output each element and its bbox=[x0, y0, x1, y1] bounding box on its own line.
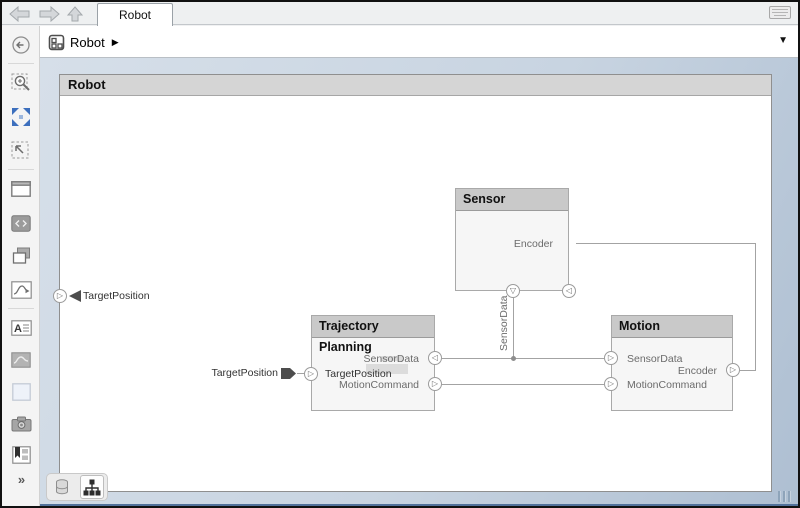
tab-bar: Robot bbox=[2, 2, 798, 26]
wire-junction-dot bbox=[511, 356, 516, 361]
diagram-title-bar: Robot bbox=[60, 75, 771, 96]
tp-port-label-targetposition[interactable]: TargetPosition bbox=[325, 368, 392, 380]
more-tools-chevrons[interactable]: » bbox=[17, 471, 25, 487]
rail-separator bbox=[8, 169, 34, 170]
tp-port-sensordata[interactable]: ◁ bbox=[428, 351, 442, 365]
boundary-input-port[interactable]: ▷ bbox=[53, 289, 67, 303]
database-icon[interactable] bbox=[50, 475, 74, 499]
window-panel-icon[interactable] bbox=[10, 178, 32, 200]
zoom-selection-icon[interactable] bbox=[10, 72, 32, 94]
rail-separator bbox=[8, 63, 34, 64]
wire-label-sensordata[interactable]: SensorData bbox=[498, 295, 510, 351]
motion-port-motioncommand[interactable]: ▷ bbox=[604, 377, 618, 391]
sensor-port-bottom-out[interactable]: ▽ bbox=[506, 284, 520, 298]
motion-port-label-encoder[interactable]: Encoder bbox=[677, 365, 717, 377]
wire-encoder-v[interactable] bbox=[755, 243, 756, 371]
diagram-title: Robot bbox=[68, 77, 106, 92]
component-trajectory-planning-title: Trajectory Planning bbox=[319, 319, 379, 354]
stub-input-label[interactable]: TargetPosition bbox=[211, 367, 278, 379]
wire-input-stub[interactable] bbox=[297, 373, 307, 374]
canvas-bottom-edge bbox=[40, 504, 798, 506]
select-region-icon[interactable] bbox=[10, 140, 32, 162]
component-trajectory-planning-header: Trajectory Planning bbox=[312, 316, 434, 354]
image-icon[interactable] bbox=[10, 349, 32, 371]
motion-port-label-sensordata[interactable]: SensorData bbox=[627, 353, 683, 365]
triangle-left-icon: ◁ bbox=[565, 286, 573, 295]
breadcrumb-title[interactable]: Robot bbox=[70, 34, 105, 50]
forward-icon[interactable] bbox=[38, 6, 60, 22]
fit-to-view-icon[interactable] bbox=[10, 106, 32, 128]
edit-artifact bbox=[381, 356, 403, 361]
motion-port-sensordata[interactable]: ▷ bbox=[604, 351, 618, 365]
component-motion-title: Motion bbox=[619, 319, 660, 333]
wire-sensordata[interactable] bbox=[442, 358, 604, 359]
palette-rail: A bbox=[2, 26, 40, 506]
wire-encoder-h2[interactable] bbox=[576, 243, 756, 244]
triangle-down-icon: ▽ bbox=[509, 286, 517, 295]
edit-artifact bbox=[366, 364, 408, 374]
editor-canvas[interactable]: Robot SensorData ▷ TargetPosition Target… bbox=[40, 58, 798, 506]
report-icon[interactable] bbox=[10, 444, 32, 466]
component-sensor-header: Sensor bbox=[456, 189, 568, 211]
keyboard-icon[interactable] bbox=[769, 6, 791, 19]
view-toggle-group bbox=[46, 473, 108, 501]
architecture-diagram[interactable]: Robot SensorData ▷ TargetPosition Target… bbox=[53, 74, 772, 492]
boundary-input-arrow-icon bbox=[69, 290, 81, 302]
component-motion[interactable]: Motion SensorData Encoder MotionCommand bbox=[611, 315, 733, 411]
sensor-port-encoder[interactable]: ◁ bbox=[562, 284, 576, 298]
stub-input-tag-icon bbox=[281, 368, 296, 379]
breadcrumb-dropdown-icon[interactable]: ▼ bbox=[778, 35, 788, 46]
triangle-right-icon: ▷ bbox=[307, 369, 315, 378]
motion-port-encoder[interactable]: ▷ bbox=[726, 363, 740, 377]
tab-robot-label: Robot bbox=[118, 8, 152, 22]
triangle-right-icon: ▷ bbox=[431, 379, 439, 388]
wire-motioncommand[interactable] bbox=[442, 384, 604, 385]
tp-port-label-sensordata[interactable]: SensorData bbox=[363, 353, 419, 365]
sensor-port-label-encoder[interactable]: Encoder bbox=[513, 238, 553, 250]
triangle-left-icon: ◁ bbox=[431, 353, 439, 362]
component-trajectory-planning[interactable]: Trajectory Planning SensorData TargetPos… bbox=[311, 315, 435, 411]
camera-icon[interactable] bbox=[10, 413, 32, 435]
tab-robot[interactable]: Robot bbox=[97, 3, 173, 26]
triangle-right-icon: ▷ bbox=[729, 365, 737, 374]
triangle-right-icon: ▷ bbox=[56, 291, 64, 300]
annotation-icon[interactable]: A bbox=[10, 317, 32, 339]
up-icon[interactable] bbox=[66, 6, 84, 22]
boundary-input-label[interactable]: TargetPosition bbox=[83, 290, 150, 302]
triangle-right-icon: ▷ bbox=[607, 353, 615, 362]
copy-icon[interactable] bbox=[10, 245, 32, 267]
back-icon[interactable] bbox=[9, 6, 31, 22]
rail-separator bbox=[8, 308, 34, 309]
breadcrumb-bar: Robot ▶ ▼ bbox=[40, 26, 798, 58]
component-icon bbox=[48, 34, 65, 50]
area-icon[interactable] bbox=[10, 381, 32, 403]
wire-sensor-branch[interactable] bbox=[513, 298, 514, 358]
hierarchy-icon[interactable] bbox=[80, 475, 104, 499]
component-sensor[interactable]: Sensor Encoder bbox=[455, 188, 569, 291]
component-motion-header: Motion bbox=[612, 316, 732, 338]
svg-text:A: A bbox=[14, 323, 22, 335]
resize-grip[interactable] bbox=[778, 491, 795, 502]
tp-port-label-motioncommand[interactable]: MotionCommand bbox=[339, 379, 419, 391]
component-sensor-title: Sensor bbox=[463, 192, 506, 206]
breadcrumb-caret-icon[interactable]: ▶ bbox=[111, 36, 119, 47]
triangle-right-icon: ▷ bbox=[607, 379, 615, 388]
tp-port-motioncommand[interactable]: ▷ bbox=[428, 377, 442, 391]
signal-line-icon[interactable] bbox=[10, 279, 32, 301]
tp-port-targetposition[interactable]: ▷ bbox=[304, 367, 318, 381]
wire-encoder-h1[interactable] bbox=[740, 370, 756, 371]
navigate-back-icon[interactable] bbox=[10, 34, 32, 56]
breadcrumb[interactable]: Robot ▶ bbox=[48, 32, 119, 52]
motion-port-label-motioncommand[interactable]: MotionCommand bbox=[627, 379, 707, 391]
code-view-icon[interactable] bbox=[10, 212, 32, 234]
